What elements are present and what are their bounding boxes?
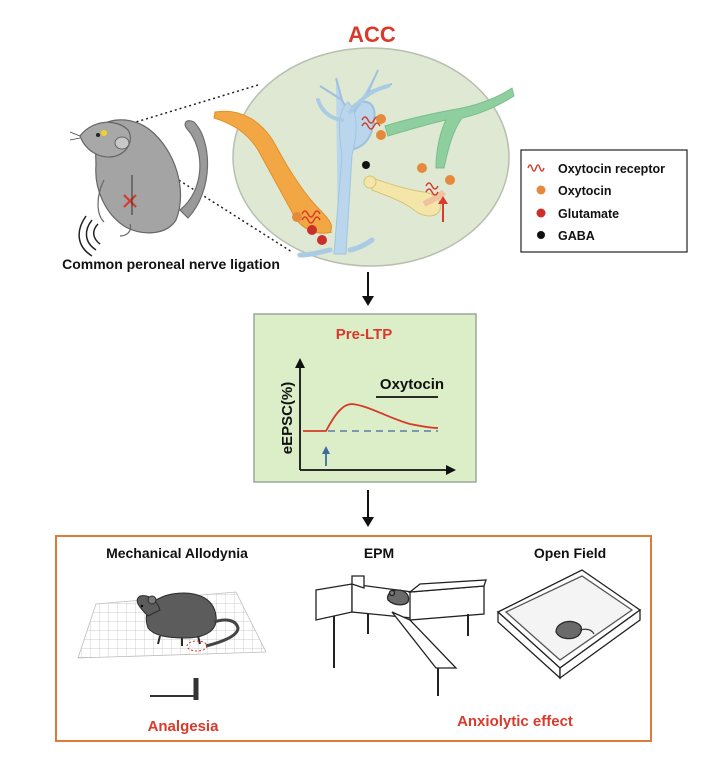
black-dot-icon [537,231,545,239]
panel-title-allodynia: Mechanical Allodynia [106,545,248,561]
glutamate-dots [307,225,327,245]
gaba-dot [362,161,370,169]
legend-label-receptor: Oxytocin receptor [558,162,665,176]
ltp-trace [303,403,439,432]
increase-arrow-icon [438,196,448,222]
model-caption: Common peroneal nerve ligation [62,256,280,272]
legend-label-gaba: GABA [558,229,595,243]
receptor-coil-icon [527,164,545,172]
open-field-arena [496,569,642,680]
legend-label-oxytocin: Oxytocin [558,184,612,198]
panel-title-open-field: Open Field [534,545,606,561]
red-dot-icon [536,208,546,218]
outcome-analgesia: Analgesia [148,718,220,735]
epm-apparatus [315,575,487,696]
orange-dot-icon [536,185,546,195]
yellow-neuron [363,175,447,217]
legend-box: Oxytocin receptor Oxytocin Glutamate GAB… [520,149,688,253]
flow-arrow-1 [362,272,374,306]
legend-label-glutamate: Glutamate [558,207,619,221]
green-neuron [384,87,515,169]
flow-arrow-2 [362,490,374,527]
mouse-illustration [69,119,209,257]
acc-title: ACC [348,22,396,47]
blue-neuron [297,69,393,258]
ltp-y-label: eEPSC(%) [279,382,296,455]
allodynia-setup [77,591,267,700]
oxytocin-receptors [301,116,439,224]
pre-ltp-title: Pre-LTP [336,326,392,343]
behavior-panel: Mechanical Allodynia EPM Open Field [55,535,652,742]
panel-title-epm: EPM [364,545,394,561]
oxytocin-dots [292,114,455,222]
outcome-anxiolytic: Anxiolytic effect [457,713,573,730]
pre-ltp-panel: Pre-LTP eEPSC(%) Oxytocin [253,313,477,483]
oxytocin-drug-label: Oxytocin [380,376,444,393]
stimulus-arrow-icon [322,446,330,466]
